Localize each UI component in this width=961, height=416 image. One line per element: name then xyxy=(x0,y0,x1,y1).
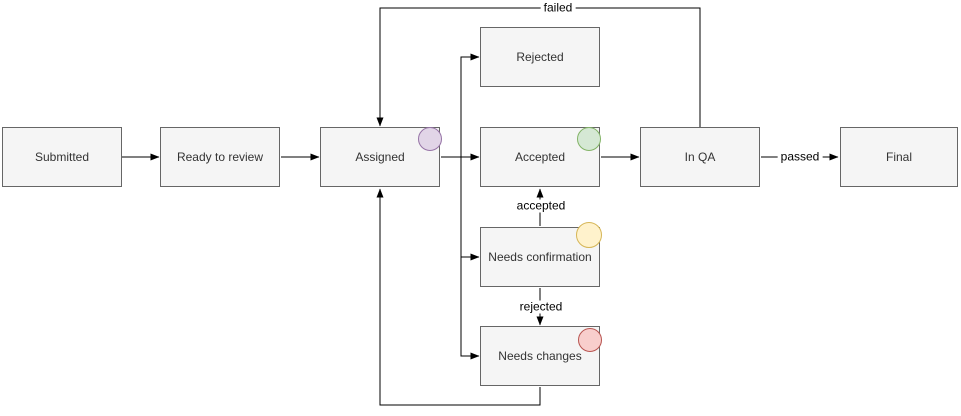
assigned-purple-badge-icon xyxy=(418,127,442,151)
node-in-qa: In QA xyxy=(640,127,760,187)
edge-assigned-to-needs-confirmation xyxy=(460,157,480,261)
node-in-qa-label: In QA xyxy=(684,150,716,164)
node-submitted: Submitted xyxy=(2,127,122,187)
edge-label-failed: failed xyxy=(540,1,576,15)
node-needs-changes-label: Needs changes xyxy=(498,349,582,363)
edge-label-rejected: rejected xyxy=(516,300,566,314)
node-final: Final xyxy=(840,127,958,187)
accepted-green-badge-icon xyxy=(577,127,601,151)
node-needs-confirmation: Needs confirmation xyxy=(480,222,602,287)
node-needs-confirmation-label: Needs confirmation xyxy=(488,250,592,264)
node-submitted-label: Submitted xyxy=(34,150,90,164)
node-accepted-label: Accepted xyxy=(514,150,566,164)
node-accepted: Accepted xyxy=(480,127,601,187)
edge-assigned-to-rejected xyxy=(460,53,480,157)
node-assigned-label: Assigned xyxy=(355,150,405,164)
edge-in-qa-to-assigned-failed-loop xyxy=(376,7,701,127)
needs-changes-red-badge-icon xyxy=(578,328,602,352)
node-rejected: Rejected xyxy=(480,27,600,87)
edge-label-accepted: accepted xyxy=(513,199,569,213)
edge-label-passed: passed xyxy=(777,150,823,164)
node-ready-to-review-label: Ready to review xyxy=(176,150,264,164)
node-ready-to-review: Ready to review xyxy=(160,127,280,187)
node-final-label: Final xyxy=(885,150,912,164)
node-rejected-label: Rejected xyxy=(516,50,564,64)
needs-confirmation-yellow-badge-icon xyxy=(576,222,602,248)
edge-assigned-to-needs-changes xyxy=(460,257,480,360)
edge-needs-changes-to-assigned-loop xyxy=(376,188,541,406)
node-assigned: Assigned xyxy=(320,127,442,187)
node-needs-changes: Needs changes xyxy=(480,326,602,386)
